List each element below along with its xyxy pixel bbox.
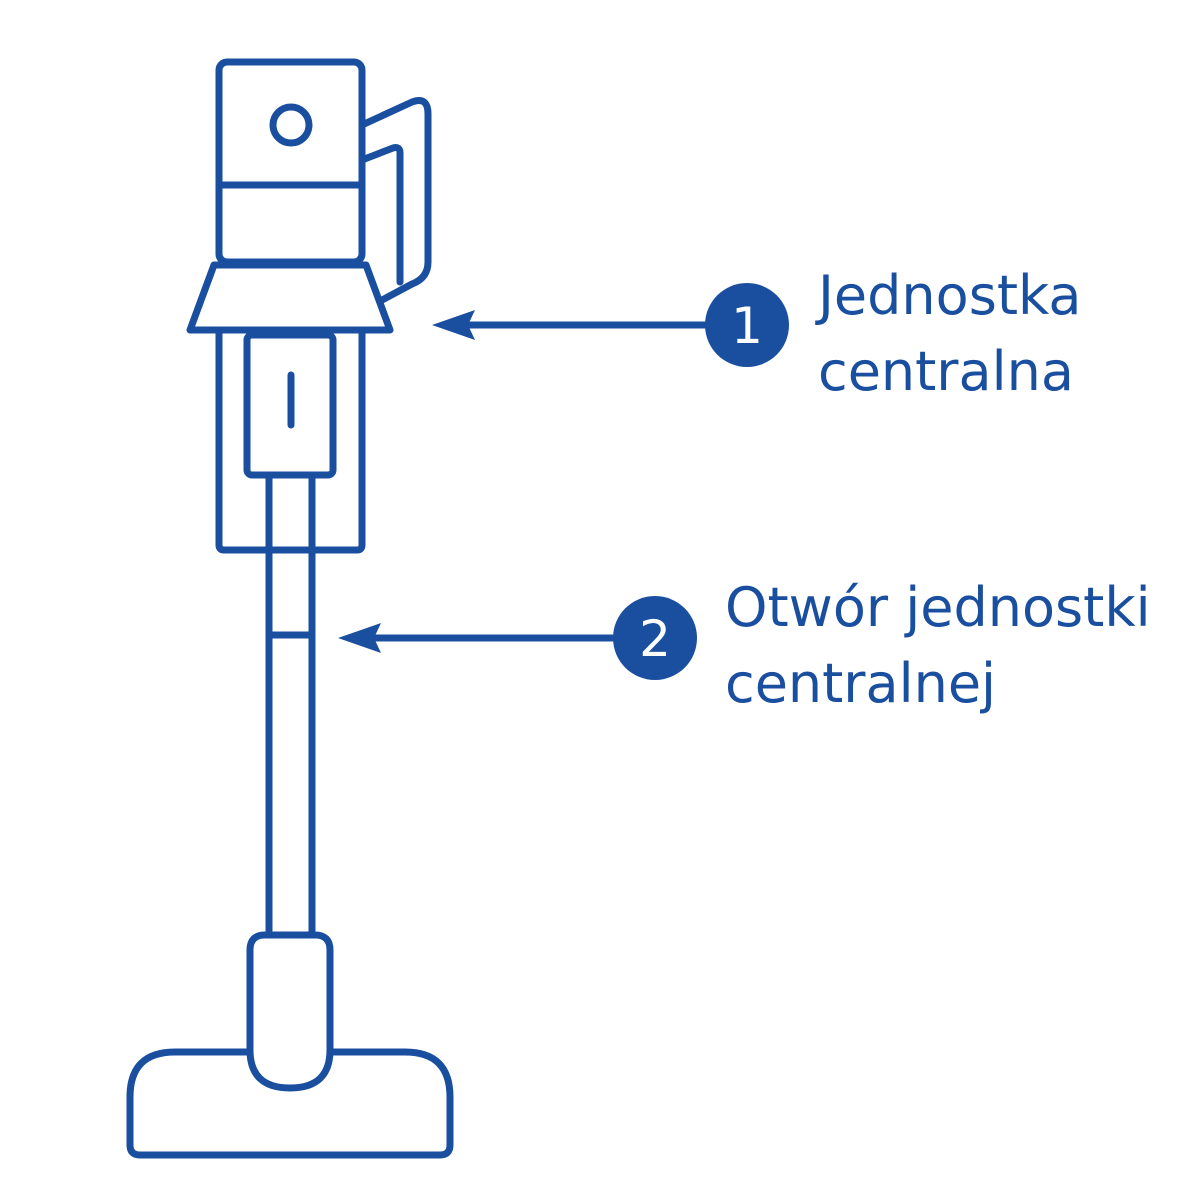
- main-unit-collar: [186, 261, 394, 334]
- callout-1-badge: [705, 283, 789, 367]
- callout-1-line1: Jednostka: [818, 264, 1082, 327]
- tube: [265, 474, 316, 939]
- power-button-icon: [269, 103, 313, 147]
- callout-1-number: 1: [731, 297, 763, 355]
- callout-1-line2: centralna: [818, 340, 1074, 403]
- callout-2-number: 2: [639, 610, 671, 668]
- handle-outer: [358, 97, 432, 304]
- main-unit: [186, 58, 432, 554]
- callout-2-label: Otwór jednostki centralnej: [725, 570, 1151, 722]
- handle-inner: [358, 144, 404, 286]
- arrow-2-head-icon: [338, 623, 381, 653]
- callout-1-label: Jednostka centralna: [818, 258, 1081, 410]
- unit-socket: [243, 331, 337, 479]
- main-unit-lower-body: [215, 326, 366, 554]
- callout-2-badge: [613, 596, 697, 680]
- arrow-1-head-icon: [432, 310, 475, 340]
- floor-head-neck: [246, 931, 334, 1092]
- floor-head: [126, 1048, 454, 1159]
- dust-container: [215, 58, 366, 266]
- callout-2-line2: centralnej: [725, 652, 997, 715]
- callout-2-line1: Otwór jednostki: [725, 576, 1151, 639]
